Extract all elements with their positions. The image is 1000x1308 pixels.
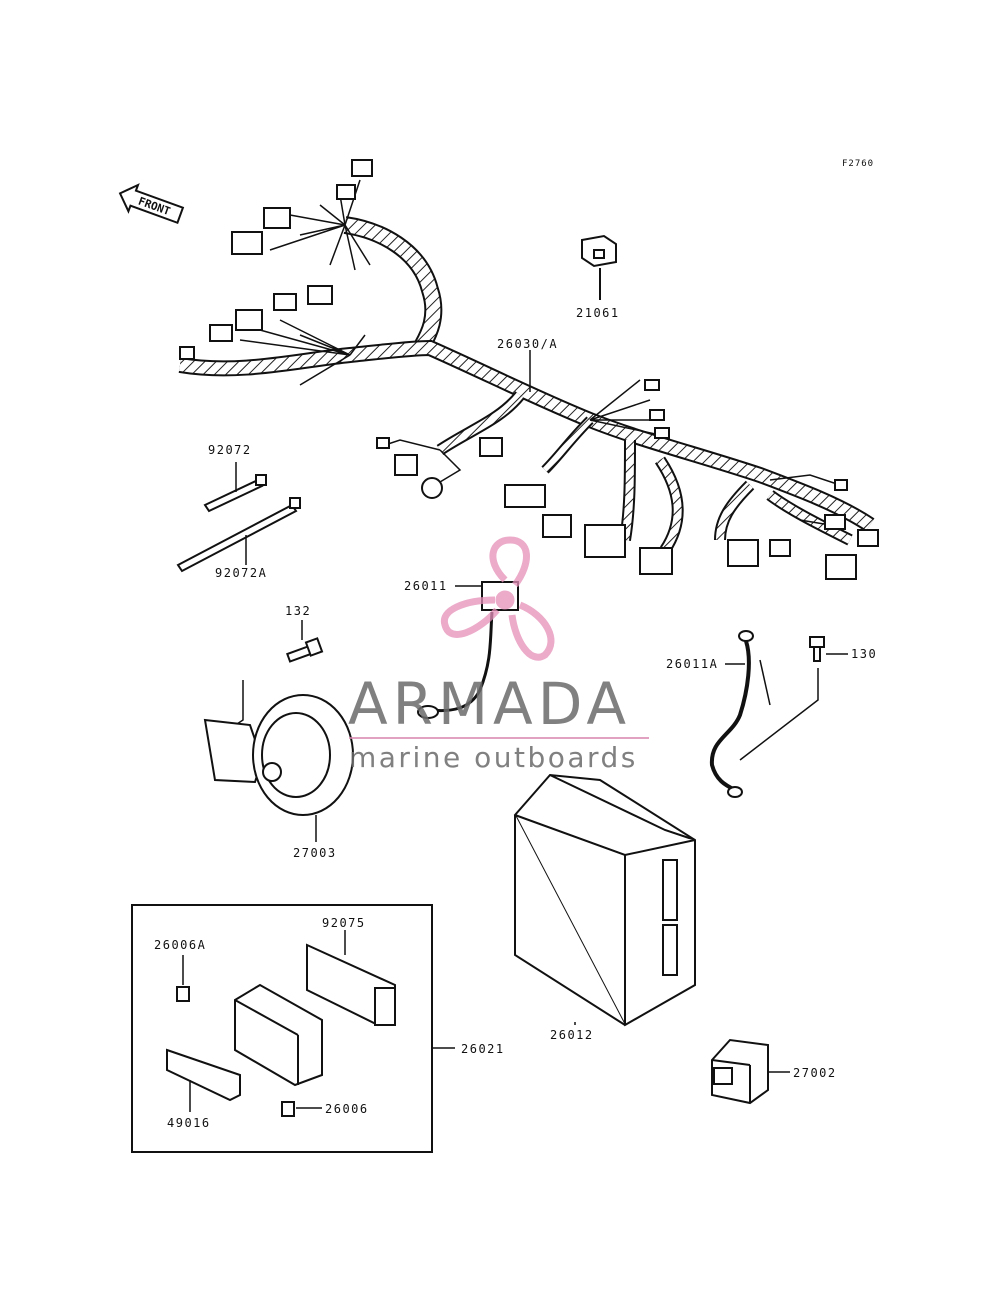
part-26012-battery [513, 773, 696, 1027]
label-27002: 27002 [793, 1066, 837, 1080]
watermark-divider [349, 737, 649, 739]
part-26006a-fuse [176, 955, 190, 1002]
label-26011: 26011 [404, 579, 448, 593]
label-92075: 92075 [322, 916, 366, 930]
label-26011a: 26011A [666, 657, 719, 671]
label-130: 130 [851, 647, 878, 661]
label-26021: 26021 [461, 1042, 505, 1056]
part-junction-box [234, 983, 323, 1087]
part-92075-fuse-holder [306, 930, 396, 1027]
label-26006a: 26006A [154, 938, 207, 952]
label-132: 132 [285, 604, 312, 618]
label-21061: 21061 [576, 306, 620, 320]
watermark-tagline: marine outboards [349, 741, 638, 774]
label-49016: 49016 [167, 1116, 211, 1130]
part-49016-cover [166, 1048, 241, 1112]
part-92072a-cable-tie [176, 497, 301, 573]
part-21061-relay [581, 234, 617, 300]
armada-logo-icon [440, 536, 555, 661]
part-26006-fuse [281, 1101, 322, 1117]
part-26021-group-box [131, 904, 455, 1153]
watermark-brand: ARMADA [348, 670, 632, 738]
figure-code: F2760 [842, 159, 875, 169]
label-27003: 27003 [293, 846, 337, 860]
part-27003-horn [203, 680, 354, 842]
front-arrow-icon: FRONT [118, 183, 185, 225]
label-26030a: 26030/A [497, 337, 559, 351]
label-92072a: 92072A [215, 566, 268, 580]
part-92072-cable-tie [203, 462, 267, 513]
wiring-harness [178, 159, 879, 580]
label-92072: 92072 [208, 443, 252, 457]
part-26011a-lead [709, 630, 771, 798]
part-132-bolt [286, 620, 324, 663]
label-26006: 26006 [325, 1102, 369, 1116]
part-130-bolt [739, 636, 848, 761]
label-26012: 26012 [550, 1028, 594, 1042]
part-27002-relay [711, 1038, 790, 1105]
